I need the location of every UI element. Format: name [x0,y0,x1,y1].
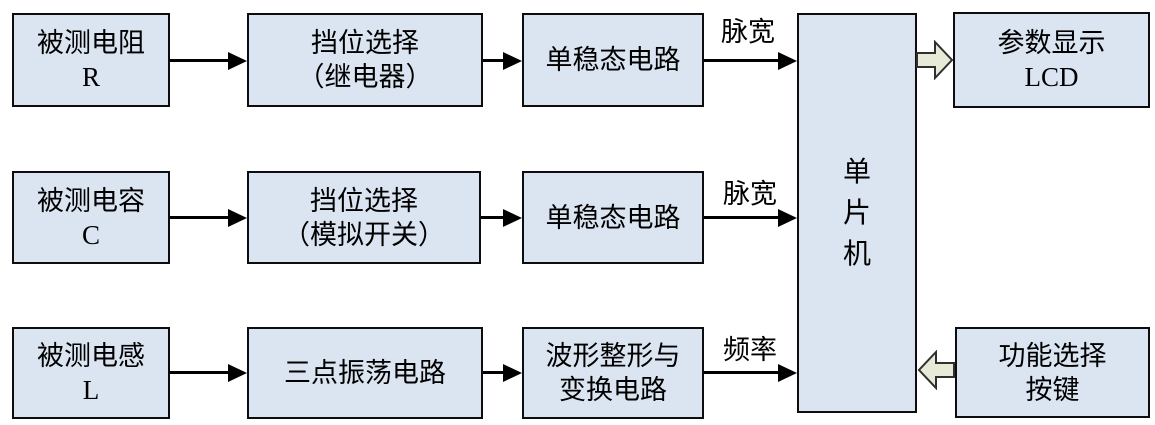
flow-arrow-icon [481,209,522,227]
box-label: 片 [842,197,871,229]
box-label: 被测电阻 [37,28,145,58]
hollow-arrow-left-icon [917,350,955,390]
box-monostable-row1: 单稳态电路 [522,13,704,107]
signal-label-frequency-row3: 频率 [723,335,777,365]
flow-arrow-icon [704,364,797,382]
box-label: 被测电感 [37,341,145,371]
box-label: R [81,62,100,92]
box-label: 单 [842,156,871,188]
signal-label-pulse-width-row2: 脉宽 [723,179,777,209]
box-mcu: 单 片 机 [797,13,917,413]
flow-arrow-icon [170,209,247,227]
box-label: 功能选择 [998,340,1107,371]
box-label: 三点振荡电路 [284,358,446,388]
hollow-arrow-right-icon [916,40,954,80]
box-label: （模拟开关） [283,219,445,250]
box-inductor-under-test: 被测电感 L [12,327,170,419]
signal-label-pulse-width-row1: 脉宽 [721,17,775,47]
flow-arrow-icon [483,52,522,70]
box-label: 单稳态电路 [545,45,681,75]
box-function-keys: 功能选择 按键 [955,327,1150,418]
box-label: 机 [842,238,871,270]
flow-arrow-icon [170,364,247,382]
box-label: LCD [1024,62,1079,92]
box-resistor-under-test: 被测电阻 R [12,13,170,107]
flow-arrow-icon [704,209,797,227]
box-label: 单稳态电路 [545,202,681,233]
box-label: L [82,375,100,405]
box-monostable-row2: 单稳态电路 [522,171,704,264]
box-range-select-relay: 挡位选择 （继电器） [247,13,483,107]
box-label: C [81,219,100,250]
flow-arrow-icon [483,364,522,382]
box-waveform-shaping: 波形整形与 变换电路 [522,327,704,419]
box-capacitor-under-test: 被测电容 C [12,171,170,264]
box-label: 被测电容 [37,185,145,216]
box-label: 挡位选择 [310,185,418,216]
box-label: 挡位选择 [311,28,419,58]
box-label: 变换电路 [559,375,667,405]
box-label: （继电器） [297,62,433,92]
flow-arrow-icon [704,52,797,70]
box-lcd-display: 参数显示 LCD [953,12,1150,108]
box-label: 参数显示 [997,28,1106,58]
flow-arrow-icon [170,52,247,70]
box-label: 波形整形与 [545,341,681,371]
box-range-select-analog-switch: 挡位选择 （模拟开关） [247,171,481,264]
box-label: 按键 [1025,374,1080,405]
box-three-point-oscillator: 三点振荡电路 [247,327,483,419]
